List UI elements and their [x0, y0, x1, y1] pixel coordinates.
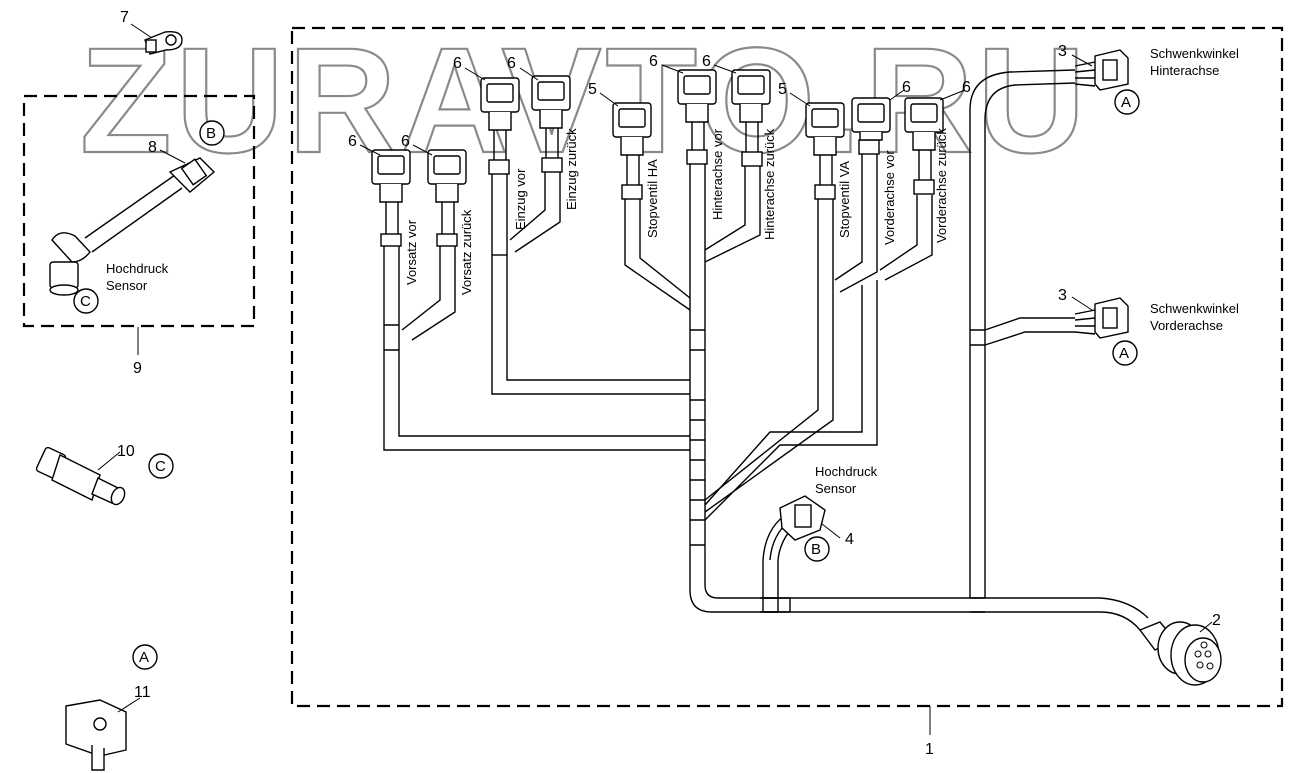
ref-a-rear: A: [1121, 94, 1131, 111]
callout-6-vorderachse-zurueck: 6: [962, 79, 971, 96]
connector-vorsatz-vor: [371, 149, 411, 234]
label-hochdruck-sensor-main-1: Hochdruck: [815, 464, 878, 479]
callout-7: 7: [120, 9, 129, 26]
wire-label-hinterachse-zurueck: Hinterachse zurück: [762, 128, 777, 240]
wire-label-vorderachse-zurueck: Vorderachse zurück: [934, 128, 949, 243]
angle-sensor: [65, 699, 127, 771]
callout-5-stopventil-va: 5: [778, 81, 787, 98]
wire-label-vorsatz-zurueck: Vorsatz zurück: [459, 209, 474, 295]
wire-label-stopventil-va: Stopventil VA: [837, 161, 852, 238]
label-schwenkwinkel-vorderachse-1: Schwenkwinkel: [1150, 301, 1239, 316]
label-schwenkwinkel-hinterachse-2: Hinterachse: [1150, 63, 1219, 78]
connector-vorderachse-vor: [851, 97, 891, 141]
cable-clip: [144, 30, 183, 55]
callout-5-stopventil-ha: 5: [588, 81, 597, 98]
connector-einzug-vor: [480, 77, 520, 160]
pressure-sensor-connector: [762, 495, 826, 561]
connector-vorsatz-zurueck: [427, 149, 467, 234]
wire-labels: Vorsatz vor Vorsatz zurück Einzug vor Ei…: [404, 128, 949, 295]
connector-hinterachse-zurueck: [731, 69, 771, 152]
connector-stopventil-ha: [612, 102, 652, 185]
swivel-angle-connector-rear: [1074, 49, 1129, 91]
connector-einzug-zurueck: [531, 75, 571, 158]
callout-6-vorderachse-vor: 6: [902, 79, 911, 96]
swivel-angle-connector-front: [1074, 297, 1129, 339]
sensor-cable: [49, 157, 216, 296]
callout-3-rear: 3: [1058, 43, 1067, 60]
wire-label-einzug-zurueck: Einzug zurück: [564, 128, 579, 210]
ref-c-box: C: [80, 293, 91, 310]
harness-wires: [383, 69, 1149, 631]
wire-label-vorsatz-vor: Vorsatz vor: [404, 219, 419, 285]
label-schwenkwinkel-vorderachse-2: Vorderachse: [1150, 318, 1223, 333]
wire-label-vorderachse-vor: Vorderachse vor: [882, 150, 897, 245]
wire-sleeves: [380, 139, 935, 247]
pressure-sensor: [35, 446, 126, 506]
connector-vorderachse-zurueck: [904, 97, 944, 180]
wire-label-einzug-vor: Einzug vor: [513, 168, 528, 230]
sensor-cable-frame: [22, 94, 256, 328]
ref-b-box: B: [206, 125, 216, 142]
callout-9: 9: [133, 360, 142, 377]
connector-stopventil-va: [805, 102, 845, 185]
label-schwenkwinkel-hinterachse-1: Schwenkwinkel: [1150, 46, 1239, 61]
ref-c-sensor: C: [155, 458, 166, 475]
callout-6-vorsatz-vor: 6: [348, 133, 357, 150]
harness-frame: [290, 26, 1284, 708]
connector-hinterachse-vor: [677, 69, 717, 150]
reference-circles: B C C A A A B: [73, 89, 1140, 670]
label-hochdruck-sensor-box-1: Hochdruck: [106, 261, 169, 276]
label-hochdruck-sensor-box-2: Sensor: [106, 278, 148, 293]
callout-6-einzug-zurueck: 6: [507, 55, 516, 72]
callout-8: 8: [148, 139, 157, 156]
callout-6-vorsatz-zurueck: 6: [401, 133, 410, 150]
round-main-connector: [1138, 621, 1222, 686]
ref-b-main: B: [811, 541, 821, 558]
ref-a-angle-sensor: A: [139, 649, 149, 666]
wire-label-stopventil-ha: Stopventil HA: [645, 159, 660, 238]
callout-11: 11: [134, 684, 151, 701]
ref-a-front: A: [1119, 345, 1129, 362]
leader-lines: [97, 23, 1213, 735]
callout-10: 10: [117, 443, 135, 460]
callout-2: 2: [1212, 612, 1221, 629]
valve-connectors: [371, 69, 944, 234]
callout-3-front: 3: [1058, 287, 1067, 304]
label-hochdruck-sensor-main-2: Sensor: [815, 481, 857, 496]
callout-6-hinterachse-zurueck: 6: [702, 53, 711, 70]
callout-4: 4: [845, 531, 854, 548]
wire-label-hinterachse-vor: Hinterachse vor: [710, 128, 725, 220]
callout-1: 1: [925, 741, 934, 758]
text-labels: Schwenkwinkel Hinterachse Schwenkwinkel …: [106, 46, 1239, 496]
callout-6-einzug-vor: 6: [453, 55, 462, 72]
callout-6-hinterachse-vor: 6: [649, 53, 658, 70]
callout-numbers: 7 8 9 10 11 1 2 3 3 4 6 6 6 6 5 6 6 5 6 …: [117, 9, 1221, 758]
